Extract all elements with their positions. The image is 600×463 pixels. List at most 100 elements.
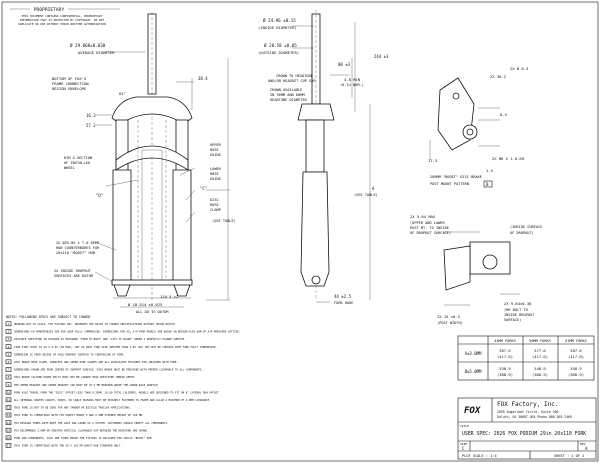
d80-label: 80 ±3 [338,62,351,67]
crown-avail-label: IN 56MM AND 68MM [270,93,305,97]
datum-label: ALL DO IS DATUM [136,310,169,314]
dropout-dim: 2X 5.04 MAX [410,214,436,219]
table-cell: 567.0 [499,348,511,353]
sheet-number: SHEET : 1 OF 1 [554,454,584,458]
plot-scale: PLOT SCALE : 1:4 [462,454,497,458]
front-view: Ø 29.868±0.030 AVERAGE DIAMETER BOTTOM O… [52,12,236,314]
upper-hose-label: GUIDE [210,153,221,157]
side-view: Ø 24.96 ±0.15 (INSIDE DIAMETER) Ø 28.58 … [258,10,389,305]
counterbore-label: 2X Ø25.85 x 7.0 DEEP [56,240,99,245]
note-item: FOX RECOMMENDS 2.0MM OR GREATER VERTICAL… [14,428,148,432]
side-upper [305,119,325,173]
note-number: 7 [8,368,10,372]
proprietary-block: PROPRIETARY THIS DOCUMENT CONTAINS CONFI… [10,7,120,26]
width-b-label: 110.5 ±2 [160,294,178,299]
rev-label: REV [580,442,586,446]
proprietary-line: DUPLICATE OR USE WITHOUT PRIOR WRITTEN A… [18,22,106,26]
gap-nom-label: (6.14 NOM.) [340,83,364,87]
width-c-label: Ø 18.914 ±0.025 [128,302,162,307]
a-label: A [372,186,375,191]
note-number: 15 [7,428,11,432]
left-lower-leg [112,169,132,297]
note-number-box [5,435,12,441]
note-number: 16 [7,436,11,440]
see-table-label: (SEE TABLE) [212,219,236,223]
dropout-dim: POST MT. TO INSIDE [410,226,449,230]
proprietary-line: INFORMATION THAT IS PROTECTED BY COPYRIG… [20,18,105,22]
company-name: FOX Factory, Inc. [497,401,558,408]
upper-hose-label: HOSE [210,148,219,152]
note-number: 8 [8,375,10,379]
steerer-id-label: Ø 24.96 ±0.15 [263,18,296,23]
note-number: 12 [7,406,11,410]
mount-dim: 2X Ø 6.3 [510,66,528,71]
note-number-box [5,389,12,395]
upper-hose-label: UPPER [210,143,222,147]
note-number: 14 [7,421,11,425]
note-item: THIS FORK IS COMPATIBLE WITH THE 20 X 11… [14,444,122,448]
table-header: 44MM FORKS [494,339,516,343]
company-address: Duluth, GA 30097 USA Phone 800-369-7469 [497,415,572,419]
lower-hose-label: GUIDE [210,177,221,181]
table-cell: 587.0 [570,348,582,353]
note-number: 4 [8,345,10,349]
note-number-box [5,382,12,387]
dropout-detail: 2X 5.04 MAX (UPPER AND LOWER POST MT. TO… [410,214,542,325]
crown-bottom-label: DESIGN ENVELOPE [52,86,87,91]
table-row-label: A±3.0MM [465,351,482,356]
note-number-box [5,336,12,342]
table-cell: (388.9) [568,372,584,377]
mount-title: 200MM "BOOST" DISC BRAKE [430,175,482,179]
crown-headtube-label: AND/OR HEADSET CUP GAP [268,79,316,83]
table-cell: 577.0 [534,348,546,353]
notes-header: NOTES: FOLLOWING SPECS ARE SUBJECT TO CH… [6,315,91,319]
notes-block: NOTES: FOLLOWING SPECS ARE SUBJECT TO CH… [5,315,240,448]
crown-avail-label: HEADTUBE DIAMETER [270,98,308,102]
dropout-dim: 2X 9.84±0.38 [504,301,532,306]
rim-label: RIM X-SECTION [64,156,92,160]
d-label: "D" [96,193,103,198]
dropout-label: SURFACES ARE DATUM [54,274,94,278]
dropout-dim: (M6 BOLT TO [504,308,528,312]
note-item: TIRE SIZE LIMIT IS 29 X 2.60 (60 MIN). A… [14,345,217,349]
note-item: THIS FORK IS NOT TO BE USED FOR ANY TAND… [14,406,131,410]
table-header: 51MM FORKS [565,339,587,343]
note-number: 11 [7,398,11,402]
note-item: DIMENSION IS FROM INSIDE OF AXLE DROPOUT… [14,352,125,356]
table-cell: (417.0) [497,354,513,359]
crown-bottom-label: FRAME CONNECTION [52,81,89,86]
crown-bottom-label: BOTTOM OF FOX'S [52,76,87,81]
table-cell: 538.9 [499,366,511,371]
note-number: 13 [7,413,11,417]
note-number: 17 [7,444,11,448]
fox-logo: FOX [464,406,481,416]
note-number-box [5,405,12,410]
steerer-id-sub: (INSIDE DIAMETER) [258,25,297,30]
disc-label: DISC [210,198,219,202]
rev-value: A [585,446,588,451]
offset-label: 44 ±2.5 [334,294,351,299]
counterbore-label: 20x110 "BOOST" HUB [56,251,95,255]
lower-hose-label: LOWER [210,167,222,171]
dropout-dim: OF DROPOUT) [510,231,534,235]
dropout-dim: SURFACE) [504,318,521,322]
angle-label: 62° [119,91,126,96]
proprietary-line: THIS DOCUMENT CONTAINS CONFIDENTIAL, PRO… [22,14,103,18]
note-number: 10 [7,390,11,394]
note-number: 5 [8,352,10,356]
dropout-dim: OF DROPOUT SURFACE) [410,231,451,235]
axle [111,279,193,286]
note-item: DISTANCE SPECIFIED IN DIVIDER IS MEASURE… [14,337,186,341]
note-number-box [5,351,12,357]
dropout-dim: (UPPER AND LOWER [410,221,445,225]
note-item: THE UPPER HEADSET AND UPPER HEADSET CUP … [14,383,159,387]
table-cell: 558.9 [570,366,582,371]
width-top-label: 38.4 [198,76,208,81]
side-crown [297,103,335,121]
company-address: 2055 Sugarloaf Circle, Suite 300 [497,410,558,414]
mount-dim: 2X M6 X 1.0-6H [492,156,525,161]
post-mount-detail: 2X Ø 6.3 2X 30.2 8.5 2X M6 X 1.0-6H 1.5 … [428,66,528,188]
dropout-dim: (POST WIDTH) [437,321,463,325]
note-number-box [5,374,12,380]
